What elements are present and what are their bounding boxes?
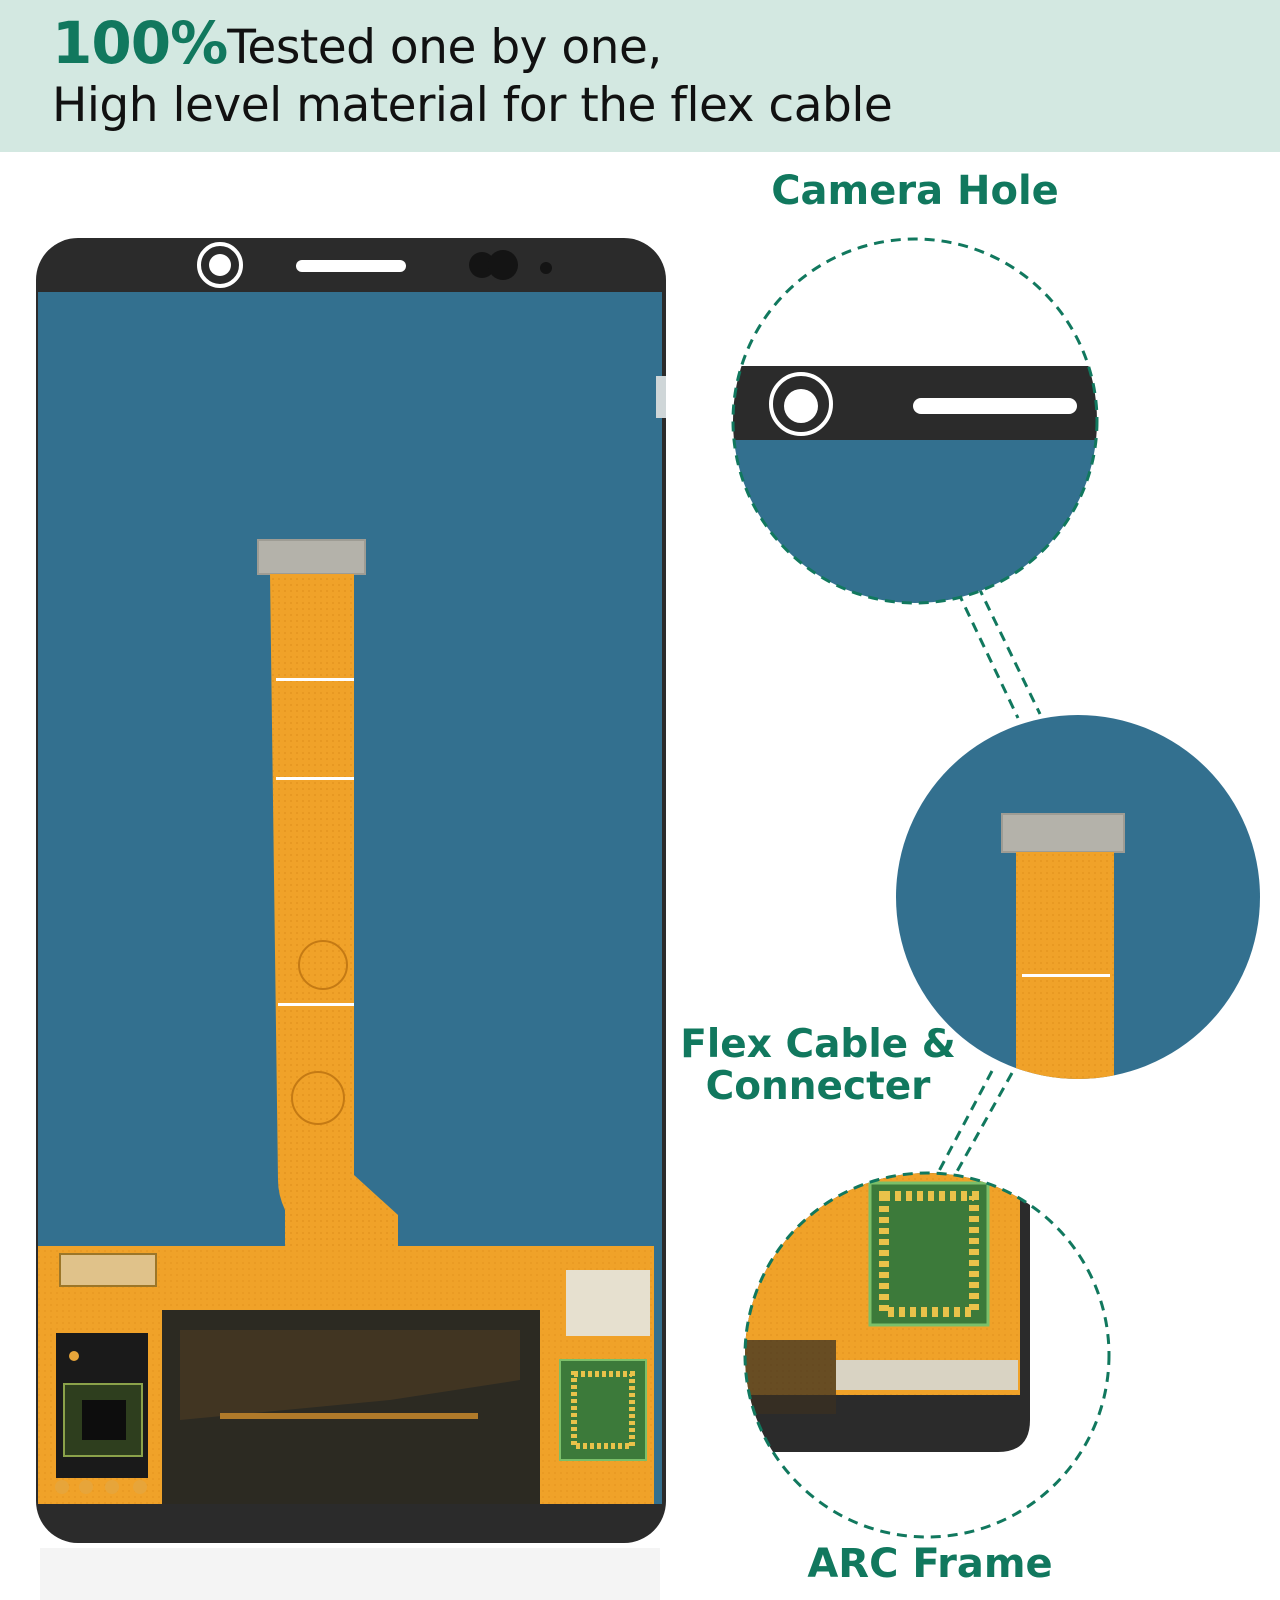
- callout-connectors: [928, 585, 1042, 1189]
- sensor-icon: [488, 250, 518, 280]
- qc-stamp-icon: [298, 940, 348, 990]
- ic-pins: [571, 1371, 635, 1449]
- sensor-icon: [540, 262, 552, 274]
- callout-camera-hole: Camera Hole: [771, 168, 1059, 214]
- headline-highlight: 100%: [52, 9, 228, 77]
- flex-divider-line: [278, 1003, 354, 1006]
- camera-lens-icon: [209, 254, 231, 276]
- flex-divider-line: [276, 678, 354, 681]
- phone-display-assembly: [36, 238, 666, 1600]
- zoom-flex-divider: [1022, 974, 1110, 977]
- callout-flex-cable: Flex Cable & Connecter: [668, 1024, 968, 1108]
- headline: 100%Tested one by one, High level materi…: [52, 14, 893, 135]
- controller-die: [82, 1400, 126, 1440]
- zoom-camera-hole-icon: [769, 372, 833, 436]
- callout-flex-line2: Connecter: [705, 1064, 931, 1109]
- zoom-earpiece-slot: [913, 398, 1077, 414]
- arc-frame-zoom: [743, 1171, 1111, 1539]
- header-banner: 100%Tested one by one, High level materi…: [0, 0, 1280, 152]
- zoom-ic-pins: [879, 1191, 979, 1317]
- flex-cable: [257, 539, 398, 1278]
- zoom-ring: [731, 237, 1099, 605]
- callout-flex-line1: Flex Cable &: [680, 1022, 956, 1067]
- flex-connector-plug: [257, 539, 366, 575]
- driver-board: [38, 1246, 654, 1504]
- callout-arc-frame: ARC Frame: [807, 1541, 1053, 1587]
- flex-divider-line: [276, 777, 354, 780]
- phone-reflection: [40, 1548, 660, 1600]
- headline-line1: Tested one by one,: [227, 20, 662, 75]
- flex-cable-zoom: [896, 715, 1260, 1079]
- front-camera-hole-icon: [197, 242, 243, 288]
- camera-hole-zoom: [731, 237, 1099, 605]
- board-connector: [59, 1253, 157, 1287]
- earpiece-slot: [296, 260, 406, 272]
- grade-stamp-icon: [291, 1071, 345, 1125]
- headline-line2: High level material for the flex cable: [52, 78, 893, 133]
- side-tab: [656, 376, 666, 418]
- zoom-ring: [743, 1171, 1111, 1539]
- zoom-ic-chip: [868, 1181, 990, 1327]
- zoom-connector-plug: [1001, 813, 1125, 853]
- board-strip: [220, 1413, 478, 1419]
- board-foil-pad: [566, 1270, 650, 1336]
- sensor-icon: [469, 252, 495, 278]
